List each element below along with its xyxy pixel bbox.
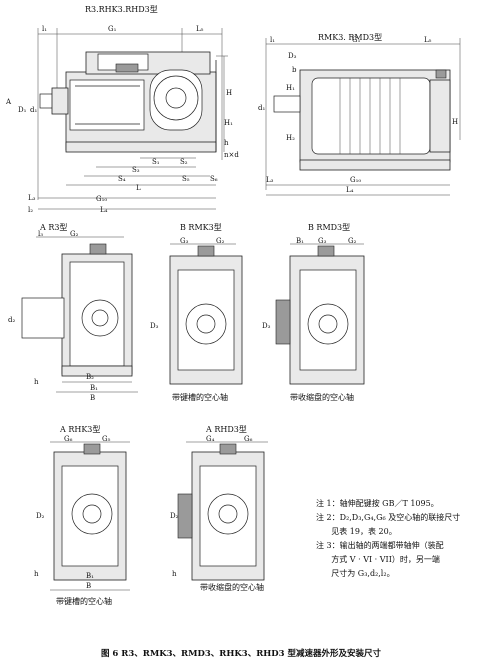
caption-keyed-hollow-1: 带键槽的空心轴 xyxy=(172,392,228,402)
dim-b-ba: B xyxy=(86,582,91,590)
dim-b2-a: B₂ xyxy=(86,373,94,381)
dim-b1-ba: B₁ xyxy=(86,572,94,580)
dim-g3-c: G₃ xyxy=(318,237,327,245)
note-line: 见表 19，表 20。 xyxy=(316,527,397,536)
dim-s1: S₁ xyxy=(152,158,160,166)
view-b-rmd3: B RMD3型 B₁ G₃ G₂ D₃ 带收缩盘的空心轴 xyxy=(262,223,365,402)
view-rmk3-rmd3-front: RMK3. RMD3型 l₁ G₁ L₅ D₃ b d₁ H₁ H₂ H L₃ … xyxy=(258,33,461,196)
dim-nxd: n×d xyxy=(224,151,239,159)
dim-h: H xyxy=(226,89,232,97)
caption-keyed-hollow-2: 带键槽的空心轴 xyxy=(56,596,112,606)
dim-s2: S₂ xyxy=(180,158,188,166)
dim-h1: H₁ xyxy=(224,119,233,127)
dim-l4: L₄ xyxy=(100,206,108,214)
dim-g3-b: G₃ xyxy=(180,237,189,245)
view-a-rhd3: A RHD3型 G₄ G₆ D₂ h 带收缩盘的空心轴 xyxy=(170,425,268,592)
dim-l3-r: L₃ xyxy=(266,176,274,184)
view-a-r3: A R3型 l₃ G₂ d₂ h B₂ B₁ B xyxy=(8,223,138,402)
dim-g1-r: G₁ xyxy=(352,36,361,44)
dim-d1-upper: D₁ xyxy=(18,106,27,114)
note-line: 注 3：输出轴的两端都带轴伸（装配 xyxy=(316,541,444,550)
dim-g2-b: G₂ xyxy=(216,237,225,245)
dim-h-r: H xyxy=(452,118,458,126)
title-b-rmd3: B RMD3型 xyxy=(308,223,350,232)
dim-g1: G₁ xyxy=(108,25,117,33)
dim-a: A xyxy=(5,98,12,106)
dim-h-small: h xyxy=(224,139,229,147)
note-line: 注 1：轴伸配键按 GB／T 1095。 xyxy=(316,499,439,508)
shrink-disc-2 xyxy=(177,493,193,539)
dim-d1-lower: d₁ xyxy=(30,106,37,114)
dim-l5: L₅ xyxy=(196,25,204,33)
note-line: 注 2：D₂,D₃,G₄,G₆ 及空心轴的联接尺寸 xyxy=(316,513,461,522)
title-b-rmk3: B RMK3型 xyxy=(180,223,222,232)
dim-g4-b: G₄ xyxy=(206,435,215,443)
dim-l1-r: l₁ xyxy=(270,36,275,44)
dim-d2-ba: D₂ xyxy=(36,512,45,520)
dim-g6-b: G₆ xyxy=(244,435,253,443)
dim-l3-a: l₃ xyxy=(38,230,43,238)
dim-h-bb: h xyxy=(172,570,177,578)
figure-caption: 图 6 R3、RMK3、RMD3、RHK3、RHD3 型减速器外形及安装尺寸 xyxy=(100,649,382,659)
dim-s5: S₅ xyxy=(182,175,190,183)
dim-s6: S₆ xyxy=(210,175,218,183)
caption-shrink-hollow-2: 带收缩盘的空心轴 xyxy=(200,582,264,592)
dim-l4-r: L₄ xyxy=(346,186,354,194)
dim-g2-c: G₂ xyxy=(348,237,357,245)
title-r3-rhk3-rhd3: R3.RHK3.RHD3型 xyxy=(85,5,158,14)
shrink-disc xyxy=(275,299,291,345)
dim-g10-r: G₁₀ xyxy=(350,176,361,184)
dim-h-ba: h xyxy=(34,570,39,578)
dim-d3-b: D₃ xyxy=(150,322,159,330)
dim-h-a: h xyxy=(34,378,39,386)
dim-g5-a: G₅ xyxy=(102,435,111,443)
note-line: 方式 V · VI · VII）时，另一端 xyxy=(316,555,440,564)
input-shaft-r xyxy=(273,95,301,113)
notes-block: 注 1：轴伸配键按 GB／T 1095。 注 2：D₂,D₃,G₄,G₆ 及空心… xyxy=(316,497,476,581)
dim-l3: L₃ xyxy=(28,194,36,202)
dim-s4: S₄ xyxy=(118,175,126,183)
view-b-rmk3: B RMK3型 G₃ G₂ D₃ 带键槽的空心轴 xyxy=(150,223,243,402)
dim-b1-c: B₁ xyxy=(296,237,304,245)
dim-h2-r: H₂ xyxy=(286,134,295,142)
dim-d1-r: d₁ xyxy=(258,104,265,112)
dim-b1-a: B₁ xyxy=(90,384,98,392)
output-shaft-a xyxy=(21,297,65,339)
dim-g2-a: G₂ xyxy=(70,230,79,238)
dim-b-a: B xyxy=(90,394,95,402)
dim-b-r: b xyxy=(292,66,297,74)
dim-d3-r: D₃ xyxy=(288,52,297,60)
housing-foot xyxy=(65,141,217,153)
dim-h1-r: H₁ xyxy=(286,84,295,92)
note-line: 尺寸为 G₃,d₂,l₂。 xyxy=(316,569,395,578)
dim-d2-bb: D₂ xyxy=(170,512,179,520)
dim-l5-r: L₅ xyxy=(424,36,432,44)
caption-shrink-hollow-1: 带收缩盘的空心轴 xyxy=(290,392,354,402)
title-a-rhd3: A RHD3型 xyxy=(205,425,247,434)
title-rmk3-rmd3: RMK3. RMD3型 xyxy=(318,33,382,42)
dim-l1: l₁ xyxy=(42,25,47,33)
view-a-rhk3: A RHK3型 G₆ G₅ D₂ h B₁ B 带键槽的空心轴 xyxy=(34,425,130,606)
dim-l: L xyxy=(136,184,141,192)
title-a-rhk3: A RHK3型 xyxy=(59,425,100,434)
dim-g10: G₁₀ xyxy=(96,195,107,203)
dim-d2-a: d₂ xyxy=(8,316,15,324)
view-r3-front: R3.RHK3.RHD3型 l₁ G₁ L₅ H H₁ h n×d A xyxy=(5,5,239,214)
dim-d3-c: D₃ xyxy=(262,322,271,330)
dim-s3: S₃ xyxy=(132,166,140,174)
dim-g6-a: G₆ xyxy=(64,435,73,443)
title-a-r3: A R3型 xyxy=(39,223,67,232)
dim-l2: l₂ xyxy=(28,206,33,214)
